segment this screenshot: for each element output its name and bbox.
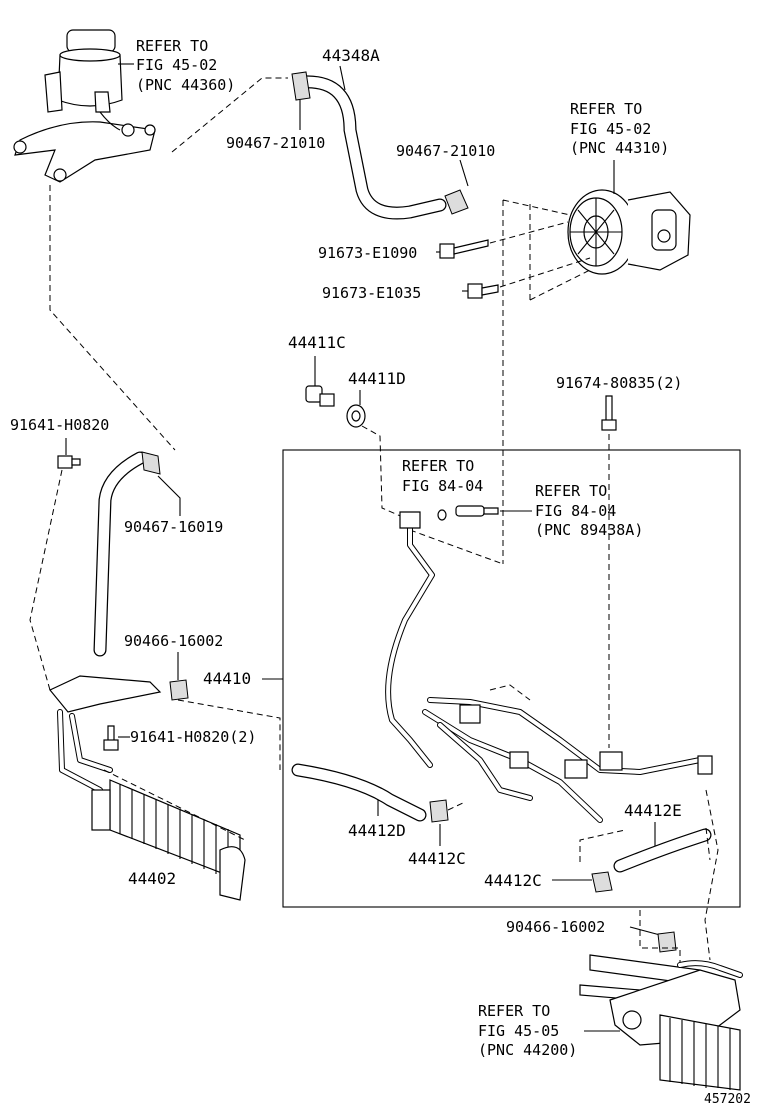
bolt-91641-h0820-2-illustration [103,725,119,751]
clamp-90466-16002-illustration [169,679,189,701]
pressure-switch-illustration [455,505,499,517]
small-gasket-illustration [437,509,447,521]
pump-ref-line1: REFER TO [570,100,642,118]
label-clip-90467-21010-b: 90467-21010 [396,142,495,160]
label-44412d: 44412D [348,821,406,840]
label-bolt-91673-e1090: 91673-E1090 [318,244,417,262]
hose-44412d-illustration [291,763,427,822]
bolt-91673-e1090-illustration [439,239,489,259]
label-bolt-91674-80835: 91674-80835(2) [556,374,682,392]
reservoir-ref-line2: FIG 45-02 [136,56,217,74]
label-bolt-91641-h0820-2: 91641-H0820(2) [130,728,256,746]
pressure-tube-44410-illustration [385,511,713,823]
pump-ref-line3: (PNC 44310) [570,139,669,157]
label-bolt-91673-e1035: 91673-E1035 [322,284,421,302]
sensor-ref-line1: REFER TO [402,457,474,475]
sensor-ref-line2: FIG 84-04 [402,477,483,495]
label-clamp-90466-16002: 90466-16002 [124,632,223,650]
label-clip-90467-21010-a: 90467-21010 [226,134,325,152]
label-clamp-90466-16002-b: 90466-16002 [506,918,605,936]
label-clip-90467-16019: 90467-16019 [124,518,223,536]
oil-cooler-44402-illustration [49,675,246,901]
label-44348a: 44348A [322,46,380,65]
gear-ref-line1: REFER TO [478,1002,550,1020]
label-44412c-b: 44412C [484,871,542,890]
label-44410: 44410 [203,669,251,688]
diagram-number: 457202 [704,1092,751,1107]
reservoir-tank-illustration [13,29,156,183]
hose-44348a-illustration [291,71,469,220]
return-hose-illustration [93,451,161,657]
hose-44412e-illustration [613,828,712,873]
gear-ref-line3: (PNC 44200) [478,1041,577,1059]
gear-ref-line2: FIG 45-05 [478,1022,559,1040]
bolt-91673-e1035-illustration [467,283,499,299]
clamp-44412c-b-illustration [591,871,613,893]
label-44412e: 44412E [624,801,682,820]
pump-ref-line2: FIG 45-02 [570,120,651,138]
label-44411d: 44411D [348,369,406,388]
bolt-91674-80835-illustration [601,395,617,431]
sensor2-ref-line3: (PNC 89438A) [535,521,643,539]
reservoir-ref-line1: REFER TO [136,37,208,55]
gasket-44411d-illustration [346,404,366,428]
sensor2-ref-line2: FIG 84-04 [535,502,616,520]
label-44412c-a: 44412C [408,849,466,868]
label-44411c: 44411C [288,333,346,352]
clamp-44412c-a-illustration [429,799,449,823]
union-bolt-44411c-illustration [305,385,335,407]
clamp-90466-16002-b-illustration [657,931,677,953]
power-steering-pump-illustration [567,189,691,275]
bolt-91641-h0820-illustration [57,455,81,469]
steering-gear-illustration [579,954,743,1091]
label-44402: 44402 [128,869,176,888]
reservoir-ref-line3: (PNC 44360) [136,76,235,94]
sensor2-ref-line1: REFER TO [535,482,607,500]
label-bolt-91641-h0820: 91641-H0820 [10,416,109,434]
